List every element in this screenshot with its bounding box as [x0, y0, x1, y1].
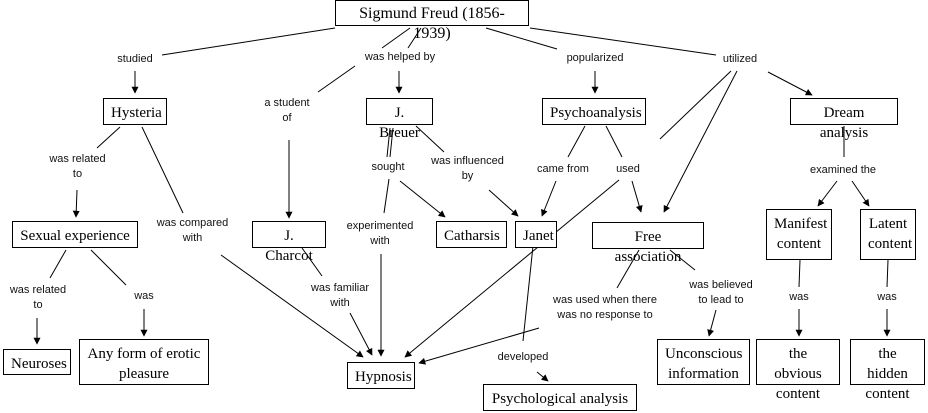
- edge-familiar-hypnosis: [349, 312, 373, 356]
- link-sought: sought: [371, 161, 405, 173]
- node-freud[interactable]: Sigmund Freud (1856-1939): [335, 0, 529, 42]
- edge-breuer-sought-2: [389, 127, 394, 158]
- edge-developed-psychological: [536, 371, 549, 382]
- edge-charcot-familiar: [301, 247, 323, 277]
- edge-breuer-sought-1: [386, 127, 391, 158]
- link-came-from: came from: [537, 163, 589, 175]
- node-erotic-pleasure[interactable]: Any form of erotic pleasure: [79, 339, 209, 385]
- link-was-helped-by: was helped by: [364, 51, 436, 63]
- edge-sought-experimented: [383, 178, 390, 214]
- edge-used-freeassoc: [631, 180, 643, 213]
- edge-camefrom-janet: [541, 180, 557, 217]
- link-developed: developed: [497, 351, 549, 363]
- edge-freeassoc-usedwhen: [616, 249, 640, 289]
- edge-utilized-dream: [767, 71, 813, 96]
- link-was-believed-to-lead-to: was believed to lead to: [689, 279, 753, 306]
- edge-helped-student: [317, 65, 356, 93]
- edge-utilized-used: [659, 70, 732, 140]
- node-hypnosis[interactable]: Hypnosis: [347, 362, 415, 389]
- node-sexual-experience[interactable]: Sexual experience: [12, 221, 138, 248]
- link-was-influenced-by: was influenced by: [431, 155, 504, 182]
- link-was-used-when: was used when there was no response to: [553, 294, 657, 321]
- node-psychoanalysis[interactable]: Psychoanalysis: [542, 98, 646, 125]
- node-catharsis[interactable]: Catharsis: [436, 221, 507, 248]
- node-breuer[interactable]: J. Breuer: [366, 98, 433, 141]
- edge-janet-developed: [522, 245, 534, 342]
- link-was-compared-with: was compared with: [156, 217, 229, 244]
- edge-freud-helped-2: [407, 27, 422, 49]
- link-utilized: utilized: [722, 53, 758, 65]
- edge-hysteria-compared: [141, 126, 184, 214]
- edge-examined-manifest: [817, 180, 838, 207]
- edge-psychoanalysis-used: [605, 125, 623, 158]
- edge-used-hypnosis: [404, 179, 620, 358]
- edge-related-sexual: [72, 189, 80, 218]
- link-popularized: popularized: [566, 52, 624, 64]
- edge-influenced-janet: [488, 189, 519, 217]
- link-was-2: was: [789, 291, 809, 303]
- edge-freud-utilized: [529, 27, 717, 56]
- link-was-familiar-with: was familiar with: [310, 282, 370, 309]
- edge-hysteria-related: [96, 126, 121, 149]
- node-neuroses[interactable]: Neuroses: [3, 349, 71, 375]
- node-manifest-content[interactable]: Manifest content: [766, 209, 832, 260]
- edge-freud-popularized: [485, 27, 558, 50]
- edge-latent-was: [886, 259, 889, 288]
- edge-sexual-related: [49, 249, 67, 279]
- edge-psychoanalysis-camefrom: [567, 125, 586, 158]
- link-a-student-of: a student of: [264, 97, 310, 124]
- node-unconscious-information[interactable]: Unconscious information: [657, 339, 750, 385]
- node-obvious-content[interactable]: the obvious content: [756, 339, 840, 402]
- edge-freud-helped-1: [381, 27, 411, 49]
- node-charcot[interactable]: J. Charcot: [252, 221, 326, 264]
- link-was-3: was: [877, 291, 897, 303]
- node-latent-content[interactable]: Latent content: [860, 209, 916, 260]
- node-free-association[interactable]: Free association: [592, 222, 704, 265]
- link-experimented-with: experimented with: [346, 220, 414, 247]
- link-was-1: was: [134, 290, 154, 302]
- node-hidden-content[interactable]: the hidden content: [850, 339, 925, 402]
- edge-examined-latent: [851, 180, 870, 207]
- node-dream-analysis[interactable]: Dream analysis: [790, 98, 898, 141]
- link-was-related-to-1: was related to: [49, 153, 106, 180]
- edge-believed-unconscious: [707, 309, 717, 337]
- link-was-related-to-2: was related to: [9, 284, 67, 311]
- edge-compared-hypnosis: [220, 254, 364, 358]
- edge-utilized-freeassoc: [663, 70, 738, 213]
- edge-sought-catharsis: [399, 180, 446, 218]
- edge-usedwhen-hypnosis: [418, 327, 540, 365]
- node-psychological-analysis[interactable]: Psychological analysis: [483, 384, 637, 411]
- link-examined-the: examined the: [809, 164, 877, 176]
- link-used: used: [616, 163, 640, 175]
- edge-freud-studied: [161, 27, 336, 56]
- edge-sexual-was: [90, 249, 127, 286]
- link-studied: studied: [117, 53, 153, 65]
- edge-manifest-was: [798, 259, 801, 288]
- node-janet[interactable]: Janet: [515, 221, 557, 248]
- node-hysteria[interactable]: Hysteria: [103, 98, 167, 125]
- edge-freeassoc-believed: [669, 249, 696, 271]
- edge-breuer-influenced: [415, 125, 445, 153]
